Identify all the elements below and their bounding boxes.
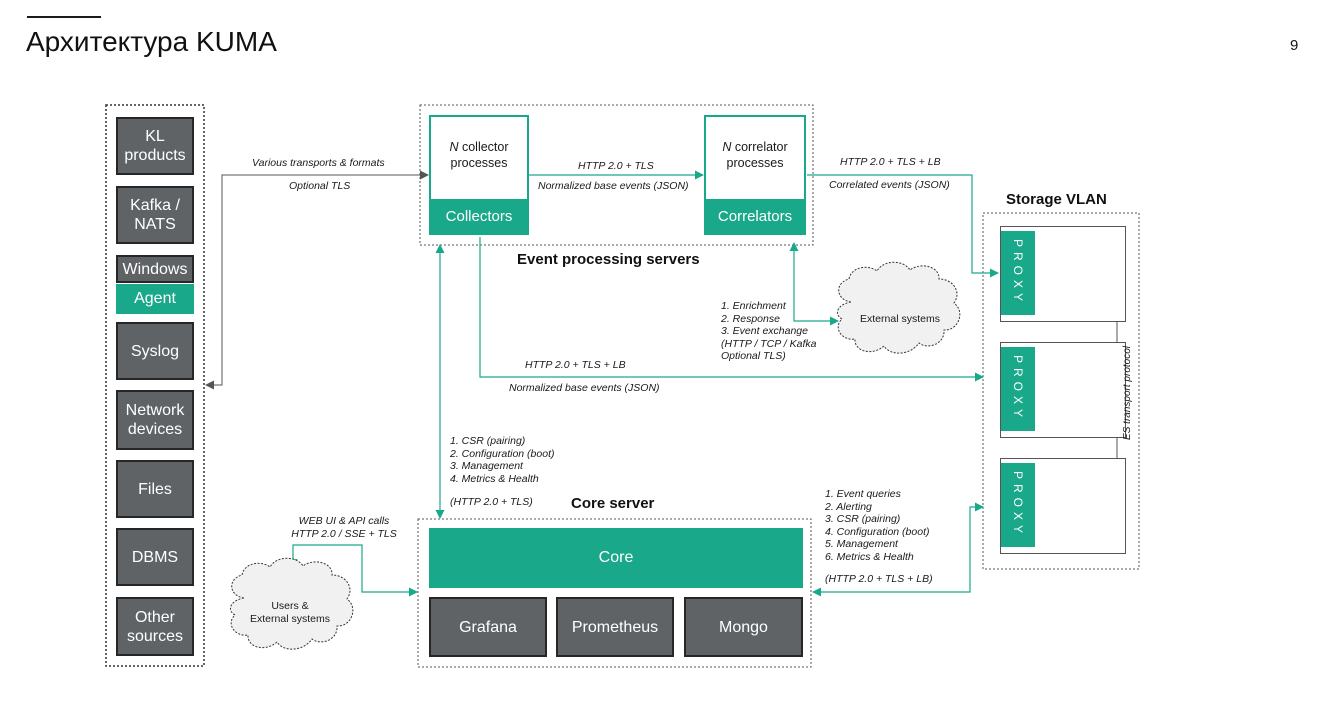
- source-network-devices: Network devices: [116, 390, 194, 450]
- collector-storage-protocol: HTTP 2.0 + TLS + LB: [525, 359, 626, 371]
- core-server-heading: Core server: [571, 495, 655, 512]
- sources-to-collectors-line: [205, 170, 429, 390]
- source-agent: Agent: [116, 284, 194, 314]
- source-windows: Windows: [116, 255, 194, 283]
- slide-title: Архитектура KUMA: [26, 26, 277, 57]
- csr-protocol: (HTTP 2.0 + TLS): [450, 496, 533, 508]
- source-kl-products: KL products: [116, 117, 194, 175]
- collectors-label: Collectors: [431, 199, 527, 233]
- external-systems-cloud: [836, 261, 961, 354]
- core-to-storage-line: [812, 502, 984, 597]
- core-storage-list: 1. Event queries 2. Alerting 3. CSR (pai…: [825, 488, 930, 563]
- correlators-description: N correlator processes: [722, 140, 788, 170]
- users-external-cloud: [229, 557, 354, 650]
- correlator-storage-protocol: HTTP 2.0 + TLS + LB: [840, 156, 941, 168]
- optional-tls-label: Optional TLS: [289, 180, 351, 192]
- correlators-box: N correlator processes Correlators: [704, 115, 806, 235]
- collector-storage-payload: Normalized base events (JSON): [509, 382, 660, 394]
- storage-vlan-heading: Storage VLAN: [1006, 191, 1107, 208]
- users-external-label: Users & External systems: [250, 600, 330, 625]
- external-systems-label: External systems: [860, 313, 940, 325]
- core-server-frame: [417, 518, 812, 668]
- correlators-to-storage-line: [807, 174, 999, 278]
- collector-correlator-protocol: HTTP 2.0 + TLS: [578, 160, 654, 172]
- source-syslog: Syslog: [116, 322, 194, 380]
- mongo-box: Mongo: [684, 597, 803, 657]
- grafana-box: Grafana: [429, 597, 547, 657]
- proxy-1: PROXY: [1001, 231, 1035, 315]
- proxy-3: PROXY: [1001, 463, 1035, 547]
- transports-label: Various transports & formats: [252, 157, 385, 169]
- source-other: Other sources: [116, 597, 194, 656]
- proxy-2: PROXY: [1001, 347, 1035, 431]
- web-ui-label: WEB UI & API calls HTTP 2.0 / SSE + TLS: [291, 515, 397, 540]
- source-dbms: DBMS: [116, 528, 194, 586]
- source-files: Files: [116, 460, 194, 518]
- correlator-storage-payload: Correlated events (JSON): [829, 179, 950, 191]
- collectors-to-storage-line: [479, 237, 984, 382]
- collectors-description: N collector processes: [449, 140, 509, 170]
- sources-frame: [105, 104, 205, 667]
- storage-frame: [982, 212, 1140, 570]
- collector-correlator-payload: Normalized base events (JSON): [538, 180, 689, 192]
- core-box: Core: [429, 528, 803, 588]
- core-storage-protocol: (HTTP 2.0 + TLS + LB): [825, 573, 933, 585]
- collectors-box: N collector processes Collectors: [429, 115, 529, 235]
- csr-list: 1. CSR (pairing) 2. Configuration (boot)…: [450, 435, 555, 485]
- prometheus-box: Prometheus: [556, 597, 674, 657]
- correlators-to-external-line: [789, 242, 839, 326]
- enrichment-list: 1. Enrichment 2. Response 3. Event excha…: [721, 300, 817, 362]
- es-transport-label: ES transport protocol: [1122, 346, 1133, 440]
- page-number: 9: [1290, 37, 1299, 54]
- event-processing-heading: Event processing servers: [517, 251, 700, 268]
- source-kafka-nats: Kafka / NATS: [116, 186, 194, 244]
- users-to-core-line: [288, 544, 418, 597]
- title-rule: [27, 16, 101, 18]
- correlators-label: Correlators: [706, 199, 804, 233]
